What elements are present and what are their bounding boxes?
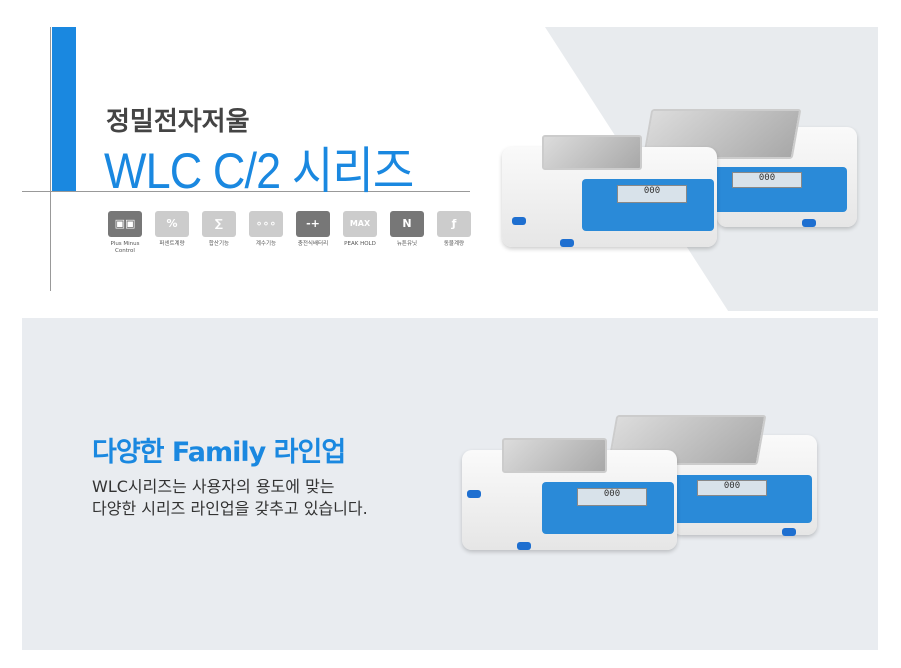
scale-display: 000 — [732, 172, 802, 188]
feature-item: ∘∘∘ 계수기능 — [247, 211, 285, 255]
feature-item: -+ 충전식배터리 — [294, 211, 332, 255]
product-title: WLC C/2 시리즈 — [104, 143, 414, 199]
section-heading: 다양한 Family 라인업 — [92, 437, 346, 468]
hero-section: 정밀전자저울 WLC C/2 시리즈 ▣▣ Plus Minus Control … — [22, 27, 878, 311]
feature-item: ▣▣ Plus Minus Control — [106, 211, 144, 255]
animal-icon: ƒ — [437, 211, 471, 237]
section-text: WLC시리즈는 사용자의 용도에 맞는 다양한 시리즈 라인업을 갖추고 있습니… — [92, 476, 368, 520]
feature-item: N 뉴튼유닛 — [388, 211, 426, 255]
divider — [22, 191, 470, 192]
feature-label: 계수기능 — [255, 241, 277, 247]
counting-icon: ∘∘∘ — [249, 211, 283, 237]
feature-label: 동물계량 — [443, 241, 465, 247]
feature-item: ∑ 합산기능 — [200, 211, 238, 255]
newton-icon: N — [390, 211, 424, 237]
battery-icon: -+ — [296, 211, 330, 237]
text-line: 다양한 시리즈 라인업을 갖추고 있습니다. — [92, 499, 368, 518]
scale-display: 000 — [577, 488, 647, 506]
sum-icon: ∑ — [202, 211, 236, 237]
feature-item: MAX PEAK HOLD — [341, 211, 379, 255]
divider — [50, 27, 51, 291]
feature-item: % 퍼센트계량 — [153, 211, 191, 255]
feature-label: Plus Minus Control — [110, 241, 140, 254]
scale-display: 000 — [617, 185, 687, 203]
family-section: 다양한 Family 라인업 WLC시리즈는 사용자의 용도에 맞는 다양한 시… — [22, 318, 878, 650]
feature-label: 뉴튼유닛 — [396, 241, 418, 247]
percent-icon: % — [155, 211, 189, 237]
peak-hold-icon: MAX — [343, 211, 377, 237]
accent-bar — [52, 27, 76, 191]
plus-minus-icon: ▣▣ — [108, 211, 142, 237]
feature-label: 충전식배터리 — [297, 241, 329, 247]
scale-display: 000 — [697, 480, 767, 496]
feature-label: 퍼센트계량 — [159, 241, 185, 247]
feature-label: 합산기능 — [208, 241, 230, 247]
product-subtitle: 정밀전자저울 — [106, 107, 250, 137]
feature-icons: ▣▣ Plus Minus Control % 퍼센트계량 ∑ 합산기능 ∘∘∘ 계수기… — [106, 211, 473, 255]
feature-item: ƒ 동물계량 — [435, 211, 473, 255]
feature-label: PEAK HOLD — [344, 241, 376, 247]
text-line: WLC시리즈는 사용자의 용도에 맞는 — [92, 477, 335, 496]
